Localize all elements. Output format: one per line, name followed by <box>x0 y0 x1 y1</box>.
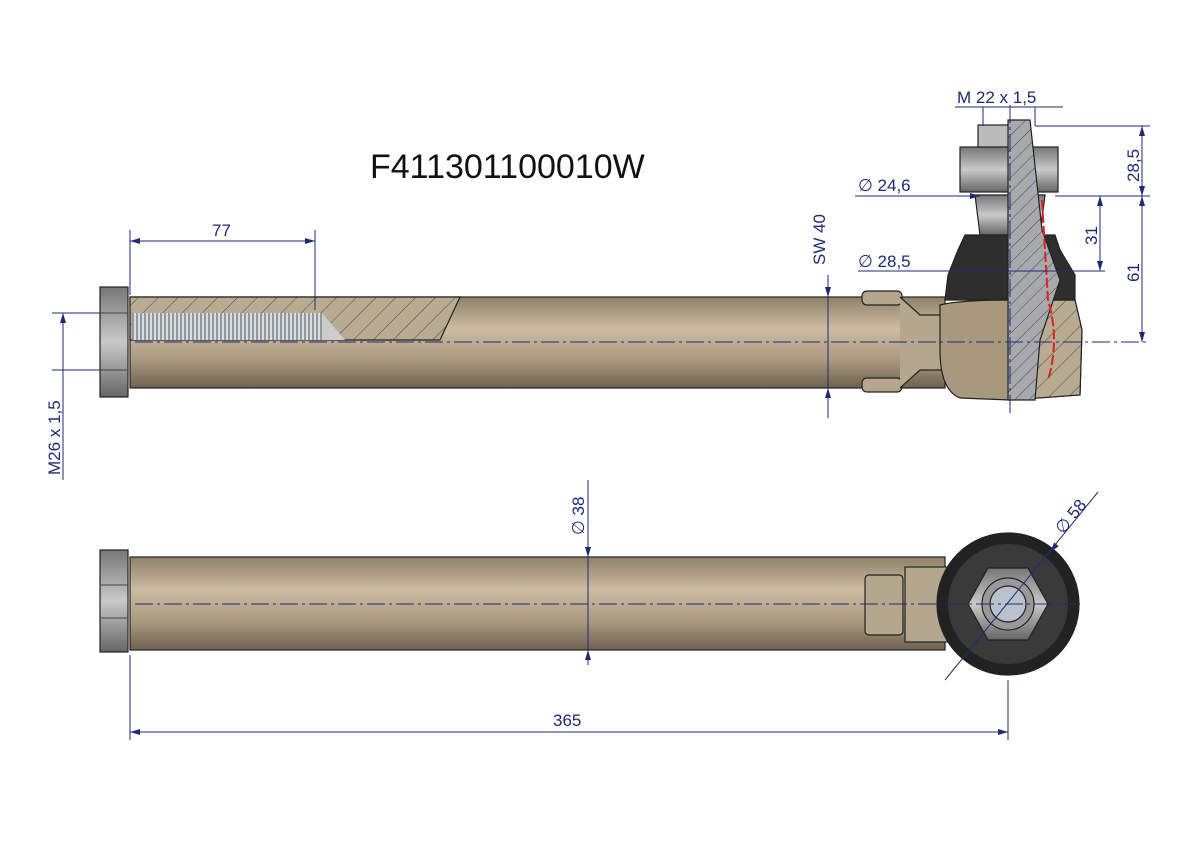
wrench-flat-bottom <box>861 377 903 393</box>
dim-stud-height: 61 <box>1124 263 1143 282</box>
wrench-flat-top <box>861 290 903 306</box>
dim-total-length: 365 <box>553 711 581 730</box>
dimensions: 77 M26 x 1,5 SW 40 M 22 x 1,5 ∅ 24,6 ∅ 2… <box>45 88 1150 740</box>
part-number-title: F411301100010W <box>370 148 645 186</box>
dim-eye-dia: ∅ 58 <box>1051 496 1090 538</box>
dim-stud-dia-large: ∅ 28,5 <box>858 252 911 271</box>
dim-stud-mid: 31 <box>1082 226 1101 245</box>
dim-stud-dia-small: ∅ 24,6 <box>858 176 911 195</box>
side-view <box>99 119 1083 401</box>
lock-nut <box>99 286 129 398</box>
dim-stud-thread: M 22 x 1,5 <box>957 88 1036 107</box>
grease-line <box>1041 199 1055 381</box>
dim-rod-dia: ∅ 38 <box>569 497 588 535</box>
dim-stud-top: 28,5 <box>1124 149 1143 182</box>
lock-nut-bottom <box>99 549 129 653</box>
dim-wrench-size: SW 40 <box>810 214 829 265</box>
dim-thread-left: M26 x 1,5 <box>45 400 64 475</box>
dim-thread-length: 77 <box>212 221 231 240</box>
internal-thread <box>132 313 322 340</box>
